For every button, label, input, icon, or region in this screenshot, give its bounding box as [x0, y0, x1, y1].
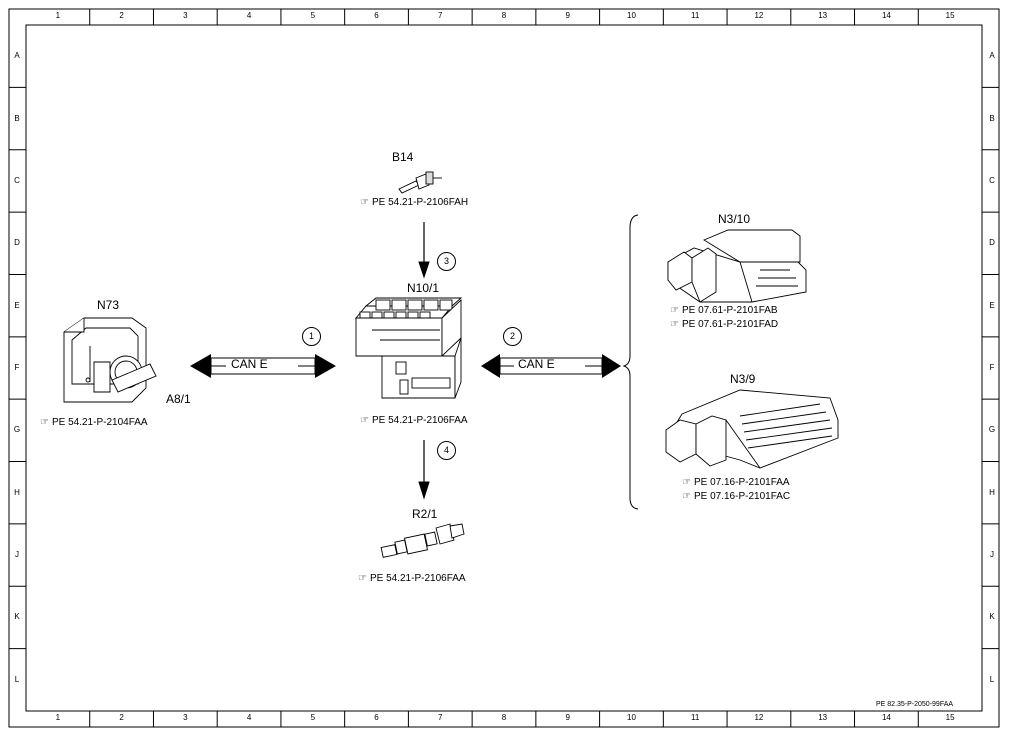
grid-column-label: 1	[55, 11, 61, 20]
grid-column-label: 5	[310, 713, 316, 722]
n3-10-ref-1[interactable]: ☞ PE 07.61-P-2101FAB	[670, 305, 778, 316]
grid-ticks	[9, 9, 999, 727]
hand-pointer-icon: ☞	[670, 305, 679, 316]
can-e-left-label: CAN E	[231, 357, 268, 371]
grid-column-label: 14	[881, 11, 891, 20]
grid-row-label: E	[14, 300, 20, 310]
n3-10-label: N3/10	[718, 212, 751, 226]
grid-column-label: 4	[246, 11, 252, 20]
n10-module-illustration	[355, 297, 463, 399]
b14-sensor-illustration	[398, 171, 442, 194]
can-arrow-left	[190, 354, 336, 378]
grid-row-label: G	[988, 425, 996, 435]
grid-column-label: 2	[119, 11, 124, 20]
grid-row-label: F	[989, 363, 995, 372]
outer-frame	[8, 8, 1000, 728]
n73-ref[interactable]: ☞ PE 54.21-P-2104FAA	[40, 417, 148, 428]
grid-row-label: H	[989, 487, 995, 497]
grid-column-label: 6	[374, 11, 379, 20]
connection-number-2: 2	[503, 327, 522, 346]
connection-number-4: 4	[437, 441, 456, 460]
hand-pointer-icon: ☞	[670, 319, 679, 330]
grid-row-label: H	[14, 487, 20, 497]
grid-column-label: 9	[565, 11, 570, 20]
grid-row-label: J	[15, 550, 19, 560]
r2-1-ref[interactable]: ☞ PE 54.21-P-2106FAA	[358, 573, 466, 584]
grid-row-label: B	[989, 113, 995, 123]
grid-row-label: C	[14, 175, 20, 185]
n3-9-ref-1[interactable]: ☞ PE 07.16-P-2101FAA	[682, 477, 790, 488]
grid-column-label: 4	[246, 713, 252, 722]
grid-row-label: A	[14, 51, 20, 61]
connection-number-3: 3	[437, 252, 456, 271]
grid-column-label: 2	[119, 713, 124, 722]
document-id: PE 82.35-P-2050-99FAA	[876, 701, 954, 708]
n3-10-ref-2[interactable]: ☞ PE 07.61-P-2101FAD	[670, 319, 779, 330]
n10-1-ref[interactable]: ☞ PE 54.21-P-2106FAA	[360, 415, 468, 426]
hand-pointer-icon: ☞	[682, 477, 691, 488]
grid-column-label: 5	[310, 11, 316, 20]
grid-column-label: 13	[818, 713, 828, 722]
hand-pointer-icon: ☞	[682, 491, 691, 502]
grid-column-label: 3	[183, 713, 188, 722]
grid-row-label: G	[13, 425, 21, 435]
n3-9-ref-2[interactable]: ☞ PE 07.16-P-2101FAC	[682, 491, 791, 502]
n73-label: N73	[97, 298, 120, 312]
arrow-n10-to-r2	[418, 440, 430, 500]
grid-row-label: K	[14, 612, 20, 622]
hand-pointer-icon: ☞	[360, 415, 369, 426]
can-arrow-right	[481, 354, 621, 378]
hand-pointer-icon: ☞	[358, 573, 367, 584]
b14-label: B14	[392, 150, 414, 164]
grid-row-label: L	[14, 674, 20, 684]
grid-column-label: 7	[438, 11, 443, 20]
r2-sensor-illustration	[380, 523, 465, 558]
grid-row-label: J	[990, 550, 994, 560]
grid-column-label: 9	[565, 713, 570, 722]
grid-column-label: 14	[881, 713, 891, 722]
can-e-right-label: CAN E	[518, 357, 555, 371]
grid-row-label: F	[14, 363, 20, 372]
n3-9-ecu-illustration	[665, 389, 839, 469]
grid-row-label: L	[989, 674, 995, 684]
inner-frame	[25, 24, 983, 712]
connection-number-1: 1	[302, 327, 321, 346]
grid-row-label: E	[989, 300, 995, 310]
r2-1-label: R2/1	[412, 507, 438, 521]
bracket-brace	[622, 214, 639, 510]
grid-column-label: 13	[818, 11, 828, 20]
grid-row-label: D	[989, 238, 995, 248]
grid-row-label: K	[989, 612, 995, 622]
hand-pointer-icon: ☞	[360, 197, 369, 208]
hand-pointer-icon: ☞	[40, 417, 49, 428]
grid-column-label: 8	[501, 713, 507, 722]
grid-column-label: 10	[627, 713, 636, 722]
grid-column-label: 8	[501, 11, 507, 20]
grid-column-label: 15	[945, 11, 955, 20]
n10-1-label: N10/1	[407, 281, 440, 295]
grid-row-label: B	[14, 113, 20, 123]
b14-ref[interactable]: ☞ PE 54.21-P-2106FAH	[360, 197, 469, 208]
arrow-b14-to-n10	[418, 222, 430, 279]
grid-column-label: 12	[754, 11, 764, 20]
grid-column-label: 12	[754, 713, 764, 722]
grid-column-label: 6	[374, 713, 379, 722]
a8-1-label: A8/1	[166, 392, 191, 406]
grid-row-label: A	[989, 51, 995, 61]
grid-row-label: D	[14, 238, 20, 248]
grid-row-label: C	[989, 175, 995, 185]
grid-column-label: 11	[691, 11, 700, 20]
grid-column-label: 3	[183, 11, 188, 20]
n3-10-ecu-illustration	[667, 229, 807, 303]
grid-column-label: 1	[55, 713, 61, 722]
grid-column-label: 15	[945, 713, 955, 722]
grid-column-label: 10	[627, 11, 636, 20]
n3-9-label: N3/9	[730, 372, 756, 386]
n73-ignition-switch-illustration	[63, 317, 157, 403]
grid-column-label: 7	[438, 713, 443, 722]
grid-column-label: 11	[691, 713, 700, 722]
